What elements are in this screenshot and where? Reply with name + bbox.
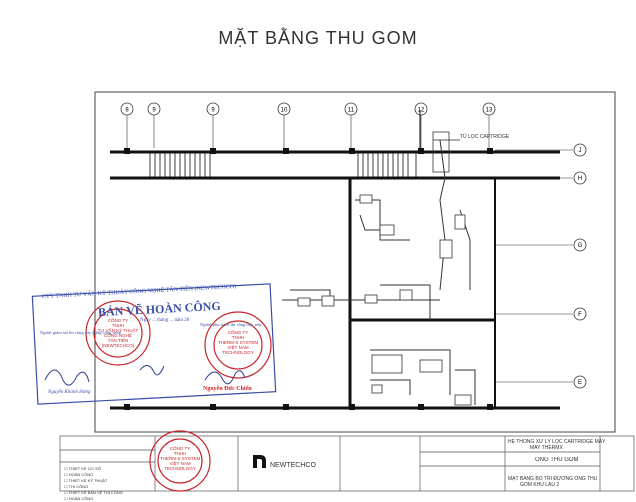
grid-bubble-right <box>573 375 587 389</box>
grid-label-right: G <box>578 243 583 249</box>
equipment-blocks <box>297 194 472 406</box>
stamp-left-caption: Người giám sát thi công xây dựng công tr… <box>40 330 121 335</box>
grid-label-top: 12 <box>418 108 425 114</box>
drawing-name: ỐNG THU GOM <box>535 457 579 463</box>
seal-text-line: CÔNG TY <box>169 446 191 451</box>
seal-text-line: TNHH <box>111 323 125 328</box>
seal-text-line: VIỆT NAM <box>169 461 191 466</box>
seal-text-line: TECHNOLOGY <box>164 466 196 471</box>
seal-bottom-icon <box>149 430 211 492</box>
as-built-stamp <box>31 283 277 405</box>
stamp-date: Ngày ... tháng ... năm 20 <box>140 318 190 323</box>
stair-left <box>149 151 211 179</box>
grid-label-right: F <box>578 312 582 318</box>
legend-item: ☐ HOÀN CÔNG <box>64 496 94 501</box>
grid-label-top: 9 <box>211 108 215 114</box>
grid-bubble-right <box>573 307 587 321</box>
grid-bubble-right <box>573 238 587 252</box>
grid-bubble-right <box>573 171 587 185</box>
seal-text-line: CÔNG TY <box>107 318 129 323</box>
seal-text-line: THERM-S SYSTEM <box>217 340 259 345</box>
seal-text-line: CÔNG TY <box>227 330 249 335</box>
title-block <box>59 435 635 492</box>
title-block-legend: ☐ THIẾT KẾ CƠ SỞ☐ HOÀN CÔNG☐ THIẾT KẾ KỸ… <box>64 466 154 502</box>
seal-left-icon <box>85 300 151 366</box>
project-line-1: HỆ THỐNG XỬ LÝ LỌC CARTRIDGE MÁY <box>508 439 606 445</box>
seal-text-line: VIỆT NAM <box>227 345 249 350</box>
seal-text-line: CÔNG NGHỆ <box>104 333 132 338</box>
legend-item: ☐ THI CÔNG <box>64 484 89 489</box>
cartridge-label: TỦ LỌC CARTRIDGE <box>460 133 510 140</box>
drawing-title: MẶT BẰNG THU GOM <box>218 28 418 48</box>
stair-right <box>357 151 417 179</box>
grid-label-right: J <box>579 148 582 154</box>
grid-axis-right: J H G F E <box>495 143 587 389</box>
plan-frame <box>94 91 616 433</box>
legend-item: ☐ HOÀN CÔNG <box>64 472 94 477</box>
sheet-line-1: MẶT BẰNG BỐ TRÍ ĐƯỜNG ỐNG THU <box>508 476 598 482</box>
seal-text-line: TÂN TIẾN <box>107 338 129 343</box>
project-line-2: MAY THERMX <box>530 445 563 451</box>
grid-bubble-right <box>573 143 587 157</box>
seal-right-icon <box>204 311 272 379</box>
grid-label-right: E <box>578 380 582 386</box>
seal-text-line: TƯ VẤN KỸ THUẬT <box>97 328 139 333</box>
seal-text-line: THERM-S SYSTEM <box>160 456 201 461</box>
seal-text-line: (NEWTECHCO) <box>101 343 135 348</box>
legend-item: ☐ THIẾT KẾ CƠ SỞ <box>64 466 102 471</box>
grid-label-top: 9 <box>152 108 156 114</box>
building-walls <box>110 110 560 410</box>
grid-axis-top: 8 9 9 10 11 12 13 <box>120 102 496 148</box>
cartridge-unit <box>432 131 460 173</box>
seal-text-line: TECHNOLOGY <box>222 350 254 355</box>
signature-scribbles <box>44 365 246 386</box>
grid-label-top: 8 <box>125 108 129 114</box>
signer-left: Nguyễn Khánh Hưng <box>48 390 91 395</box>
grid-label-top: 13 <box>486 108 493 114</box>
grid-label-top: 11 <box>348 108 355 114</box>
signer-right: Nguyễn Đức Chiến <box>203 386 252 392</box>
structural-columns <box>124 148 493 410</box>
seal-text-line: TNHH <box>231 335 245 340</box>
legend-item: ☐ THIẾT KẾ KỸ THUẬT <box>64 478 108 483</box>
stamp-right-caption: Người phụ trách thi công trực tiếp <box>200 322 262 327</box>
company-name: NEWTECHCO <box>270 462 316 469</box>
grid-label-top: 10 <box>281 108 288 114</box>
seal-text-line: TNHH <box>173 451 187 456</box>
newtechco-logo-icon <box>253 455 266 468</box>
sheet-line-2: GOM KHU LẦU 2 <box>520 482 560 488</box>
grid-label-right: H <box>578 176 582 182</box>
